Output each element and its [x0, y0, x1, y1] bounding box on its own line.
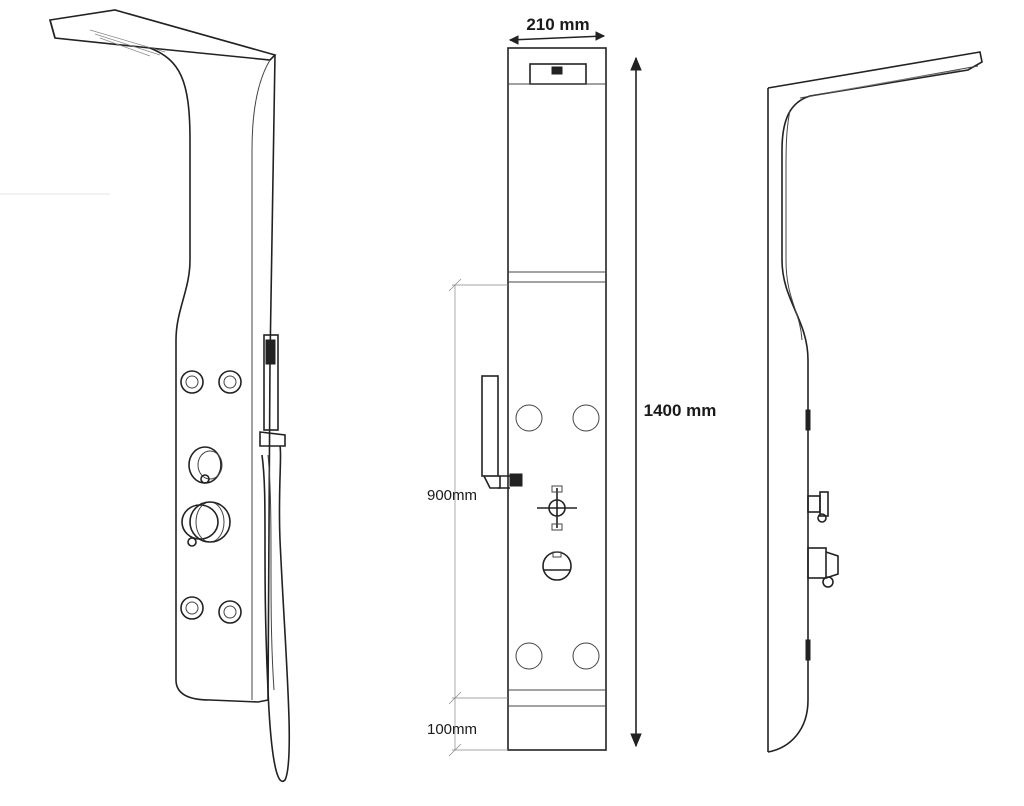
handset-height-label: 900mm — [427, 487, 477, 504]
diverter-knob-icon — [188, 446, 223, 484]
hand-shower-icon — [259, 334, 291, 783]
height-dimension-label: 1400 mm — [644, 401, 717, 420]
hand-shower-front-icon — [481, 375, 523, 489]
side-diverter-knob-icon — [807, 491, 829, 523]
body-jet-icon — [180, 370, 242, 624]
side-elevation-view — [767, 51, 983, 753]
thermostat-knob-icon — [181, 501, 231, 547]
jet-front-icon — [515, 404, 600, 670]
side-thermostat-knob-icon — [807, 547, 839, 588]
bottom-offset-label: 100mm — [427, 721, 477, 738]
front-elevation-view: 210 mm — [427, 15, 717, 757]
side-jet-icon — [805, 409, 811, 661]
width-dimension-label: 210 mm — [526, 15, 589, 34]
perspective-view — [48, 9, 291, 783]
thermostat-valve-icon — [542, 551, 572, 581]
diverter-valve-icon — [537, 485, 577, 531]
rain-head-front-icon — [508, 63, 606, 85]
